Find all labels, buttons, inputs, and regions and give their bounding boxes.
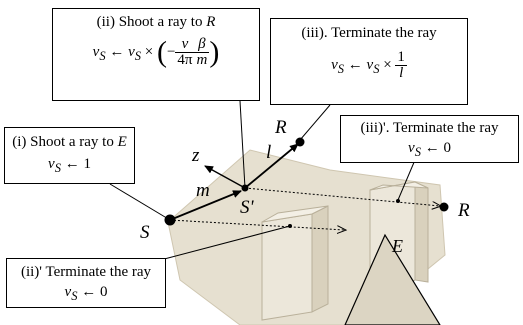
point-r-right <box>439 202 449 212</box>
point-block-hit <box>288 224 292 228</box>
label-r-top: R <box>275 117 287 138</box>
block-middle <box>261 205 329 321</box>
leader-i <box>109 183 171 221</box>
box-i-equation: vS ← 1 <box>48 156 91 175</box>
leader-iii <box>299 104 331 141</box>
point-s <box>164 214 176 226</box>
box-iii-prime-equation: vS ← 0 <box>408 140 451 159</box>
leader-iiip <box>397 159 416 201</box>
box-ii-title: (ii) Shoot a ray to R <box>96 14 216 30</box>
point-sprime <box>241 184 249 192</box>
ray-dotted-to-block <box>169 219 345 230</box>
label-e: E <box>392 236 403 256</box>
box-ii-prime-title: (ii)' Terminate the ray <box>20 264 152 280</box>
annotation-box-i: (i) Shoot a ray to E vS ← 1 <box>4 127 135 184</box>
ray-dotted-to-r <box>244 187 440 206</box>
box-iii-title: (iii). Terminate the ray <box>301 25 437 41</box>
box-ii-prime-equation: vS ← 0 <box>64 284 108 303</box>
surface-e <box>344 233 441 325</box>
box-iii-prime-title: (iii)'. Terminate the ray <box>360 120 499 136</box>
ray-sprime-to-r <box>244 143 299 189</box>
box-i-title: (i) Shoot a ray to E <box>12 134 127 150</box>
label-r-right: R <box>458 200 470 221</box>
annotation-box-iii-prime: (iii)'. Terminate the ray vS ← 0 <box>340 115 519 163</box>
label-s-prime: S' <box>240 197 254 218</box>
point-wall-hit <box>396 199 400 203</box>
ray-s-to-sprime <box>169 190 242 221</box>
point-r-top <box>295 137 305 147</box>
label-s: S <box>140 222 150 243</box>
annotation-box-ii-prime: (ii)' Terminate the ray vS ← 0 <box>6 258 166 308</box>
label-l: l <box>266 142 272 163</box>
leader-ii <box>239 100 246 189</box>
normal-z <box>204 165 246 189</box>
label-m: m <box>196 180 210 201</box>
label-z: z <box>192 145 200 166</box>
